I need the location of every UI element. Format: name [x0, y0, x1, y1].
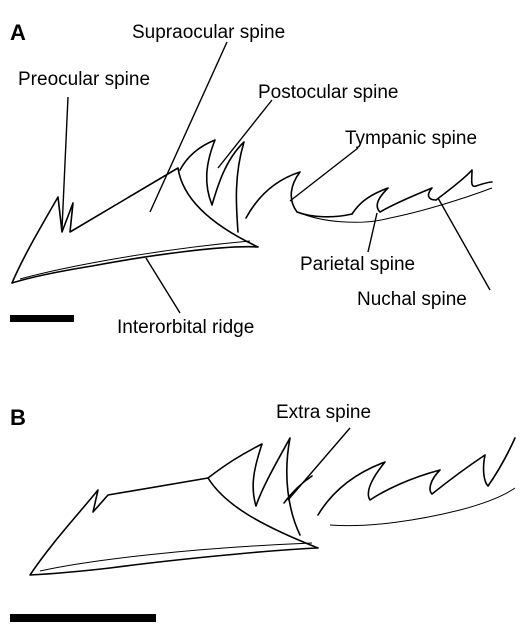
- panel-b: B Extra spine: [10, 402, 515, 622]
- scale-bar-b: [10, 614, 156, 622]
- label-postocular-spine: Postocular spine: [258, 82, 398, 103]
- panel-b-lower-contour: [330, 488, 515, 526]
- label-supraocular-spine: Supraocular spine: [132, 22, 285, 43]
- panel-a-nuchal: [436, 170, 492, 200]
- panel-b-outline: [30, 478, 318, 575]
- panel-a-outline: [12, 168, 258, 283]
- leader-nuchal: [438, 198, 490, 290]
- panel-a: A Supraocular spine Preocular spine Post…: [10, 20, 492, 338]
- label-preocular-spine: Preocular spine: [18, 69, 150, 90]
- label-nuchal-spine: Nuchal spine: [357, 289, 467, 310]
- leader-parietal: [368, 213, 377, 252]
- panel-b-postocular: [208, 438, 300, 535]
- leader-supraocular: [150, 42, 227, 212]
- panel-b-ridge-inner: [40, 543, 312, 571]
- label-parietal-spine: Parietal spine: [300, 254, 415, 275]
- panel-a-tympanic: [246, 172, 352, 218]
- leader-tympanic: [290, 148, 358, 201]
- panel-a-letter: A: [10, 20, 26, 45]
- panel-b-posterior-spines: [318, 438, 515, 515]
- label-interorbital-ridge: Interorbital ridge: [117, 317, 254, 338]
- leader-preocular: [62, 97, 68, 229]
- leader-postocular: [218, 100, 272, 168]
- scale-bar-a: [10, 315, 74, 322]
- leader-interorbital: [146, 258, 180, 313]
- leader-extra-spine: [288, 428, 350, 500]
- panel-a-postocular: [180, 140, 244, 232]
- label-extra-spine: Extra spine: [276, 402, 371, 423]
- panel-b-letter: B: [10, 405, 26, 430]
- label-tympanic-spine: Tympanic spine: [345, 128, 477, 149]
